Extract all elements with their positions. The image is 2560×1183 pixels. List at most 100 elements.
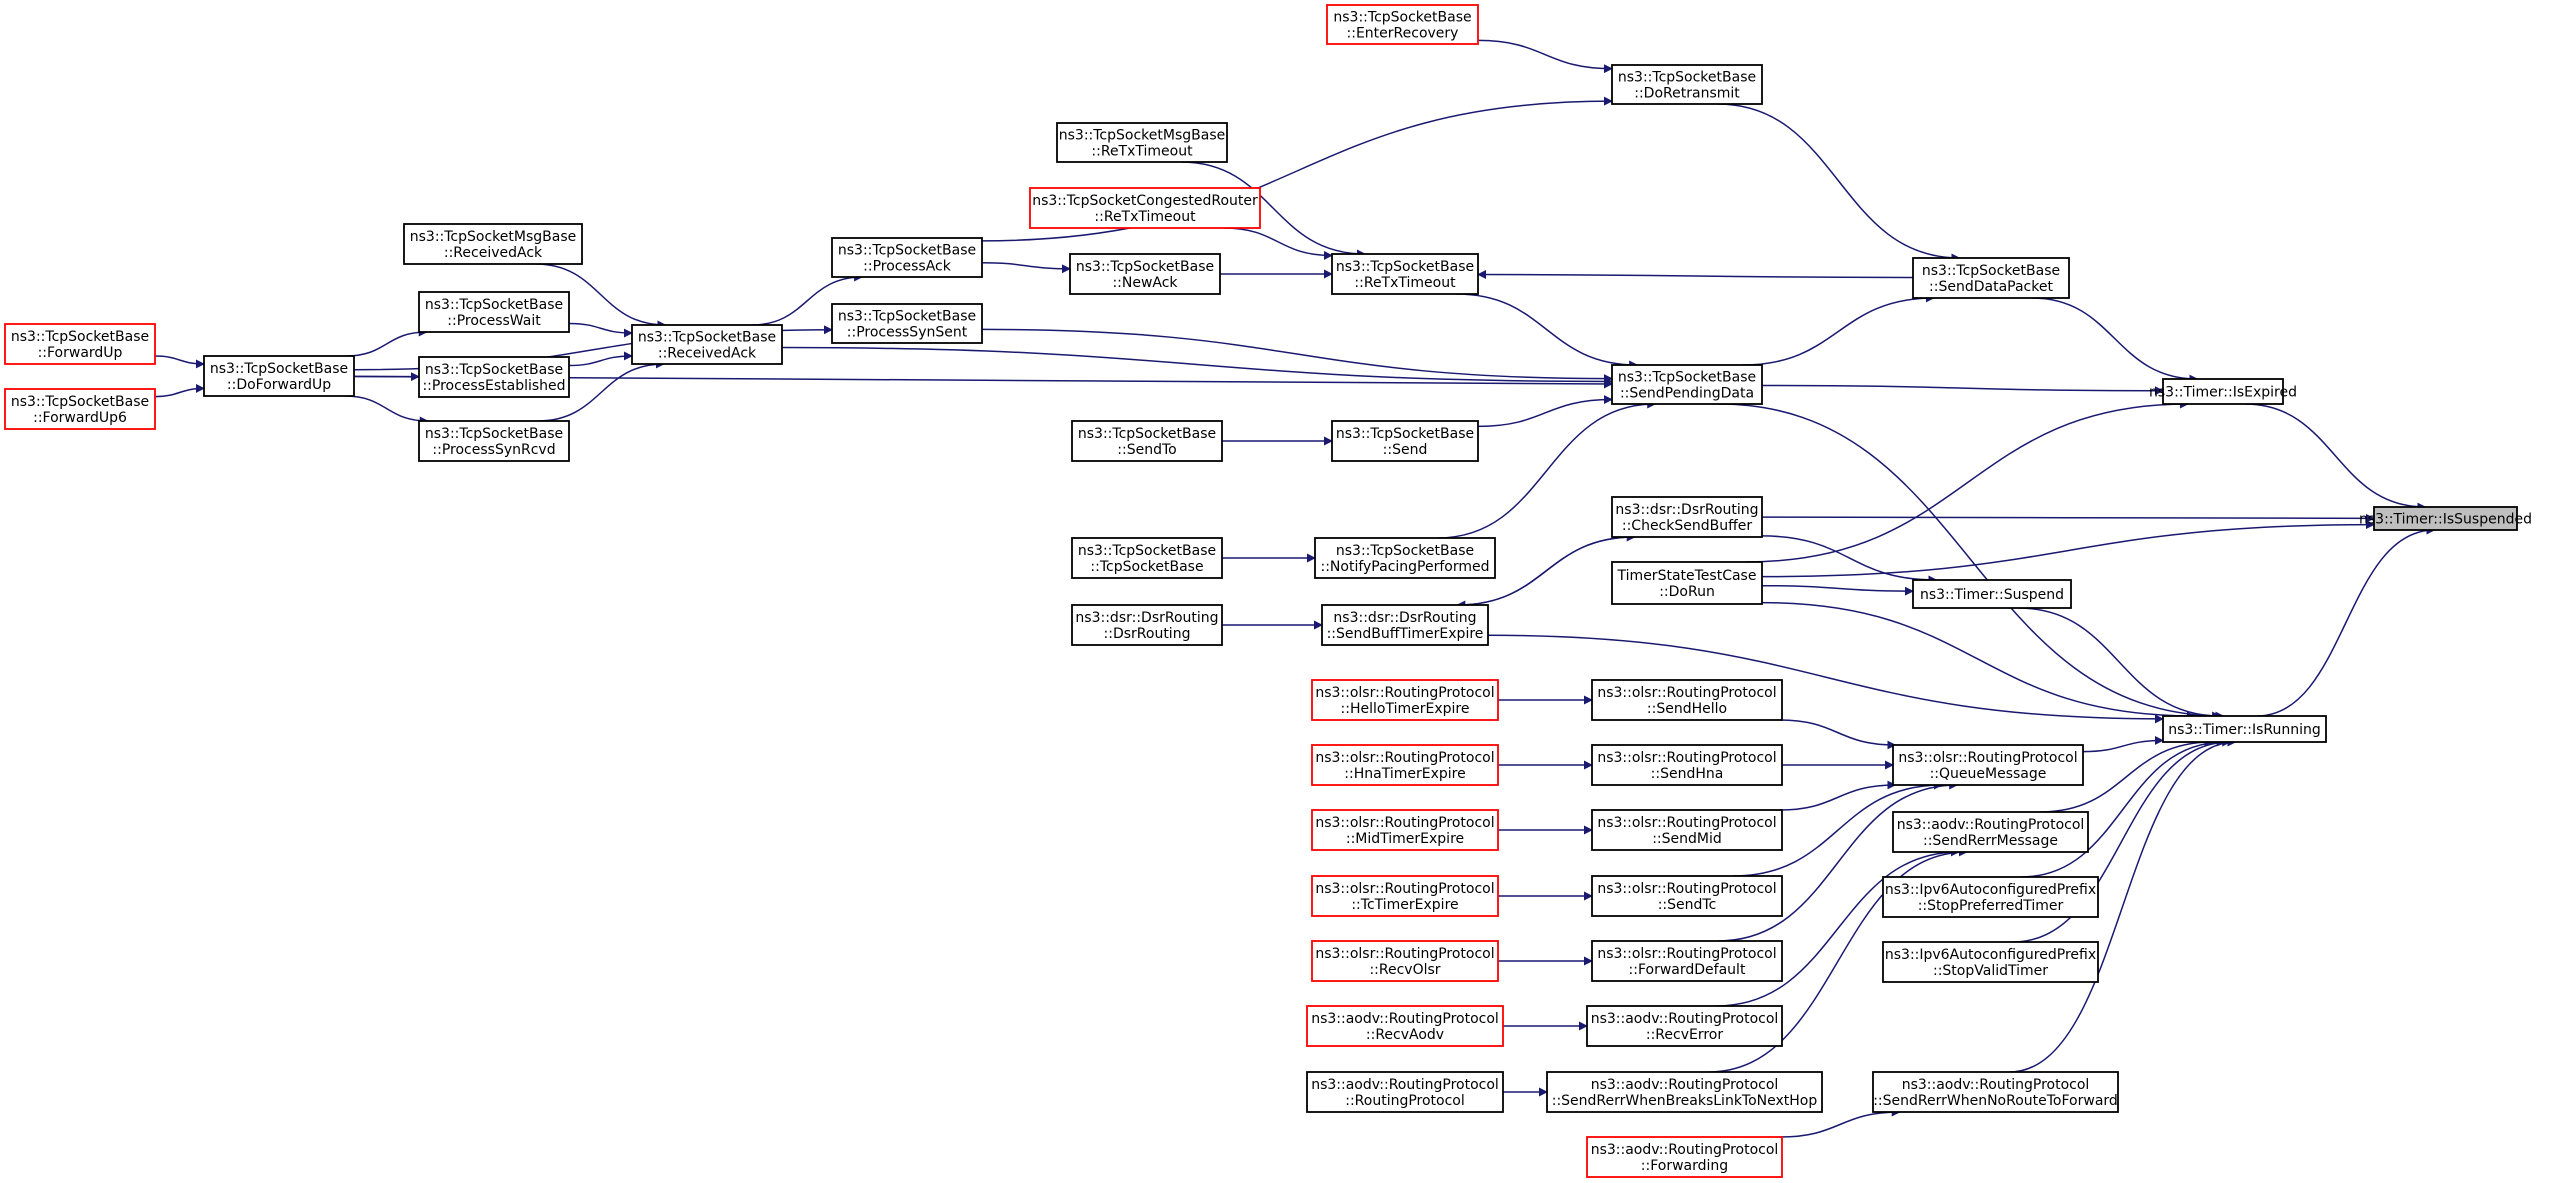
node-box[interactable] (1314, 537, 1496, 579)
node-tcp-socket-base-ctor[interactable]: ns3::TcpSocketBase::TcpSocketBase (1071, 537, 1223, 579)
node-box[interactable] (2373, 506, 2518, 531)
node-send[interactable]: ns3::TcpSocketBase::Send (1331, 420, 1479, 462)
node-is-expired[interactable]: ns3::Timer::IsExpired (2149, 378, 2297, 405)
node-new-ack[interactable]: ns3::TcpSocketBase::NewAck (1069, 253, 1221, 295)
node-box[interactable] (1306, 1005, 1504, 1047)
node-cong-re-tx-timeout[interactable]: ns3::TcpSocketCongestedRouter::ReTxTimeo… (1029, 187, 1261, 229)
node-box[interactable] (2162, 378, 2284, 405)
node-send-rerr-when-no-route[interactable]: ns3::aodv::RoutingProtocol::SendRerrWhen… (1872, 1071, 2119, 1113)
node-box[interactable] (1912, 579, 2072, 609)
node-received-ack[interactable]: ns3::TcpSocketBase::ReceivedAck (631, 324, 783, 365)
node-box[interactable] (1872, 1071, 2119, 1113)
node-box[interactable] (1882, 941, 2099, 983)
node-forward-up[interactable]: ns3::TcpSocketBase::ForwardUp (4, 323, 156, 365)
node-box[interactable] (1546, 1071, 1823, 1113)
node-send-rerr-breaks[interactable]: ns3::aodv::RoutingProtocol::SendRerrWhen… (1546, 1071, 1823, 1113)
node-box[interactable] (1591, 875, 1783, 917)
node-box[interactable] (418, 420, 570, 462)
node-aodv-routing-protocol[interactable]: ns3::aodv::RoutingProtocol::RoutingProto… (1306, 1071, 1504, 1113)
node-box[interactable] (831, 303, 983, 344)
node-box[interactable] (1611, 364, 1763, 405)
node-box[interactable] (1586, 1136, 1783, 1178)
node-box[interactable] (403, 223, 583, 265)
node-forward-default[interactable]: ns3::olsr::RoutingProtocol::ForwardDefau… (1591, 940, 1783, 982)
node-box[interactable] (1892, 811, 2089, 853)
node-box[interactable] (1311, 940, 1499, 982)
node-send-tc[interactable]: ns3::olsr::RoutingProtocol::SendTc (1591, 875, 1783, 917)
node-hello-timer-expire[interactable]: ns3::olsr::RoutingProtocol::HelloTimerEx… (1311, 679, 1499, 721)
node-mid-timer-expire[interactable]: ns3::olsr::RoutingProtocol::MidTimerExpi… (1311, 809, 1499, 851)
node-stop-preferred-timer[interactable]: ns3::Ipv6AutoconfiguredPrefix::StopPrefe… (1882, 876, 2099, 918)
node-recv-aodv[interactable]: ns3::aodv::RoutingProtocol::RecvAodv (1306, 1005, 1504, 1047)
node-forwarding[interactable]: ns3::aodv::RoutingProtocol::Forwarding (1586, 1136, 1783, 1178)
node-box[interactable] (1069, 253, 1221, 295)
node-process-wait[interactable]: ns3::TcpSocketBase::ProcessWait (418, 291, 570, 333)
node-box[interactable] (1326, 4, 1479, 45)
node-msg-re-tx-timeout[interactable]: ns3::TcpSocketMsgBase::ReTxTimeout (1056, 122, 1228, 163)
node-is-suspended[interactable]: ns3::Timer::IsSuspended (2359, 506, 2532, 531)
node-send-hna[interactable]: ns3::olsr::RoutingProtocol::SendHna (1591, 744, 1783, 786)
node-box[interactable] (1321, 604, 1489, 646)
node-box[interactable] (2162, 715, 2327, 743)
node-send-mid[interactable]: ns3::olsr::RoutingProtocol::SendMid (1591, 809, 1783, 851)
node-do-retransmit[interactable]: ns3::TcpSocketBase::DoRetransmit (1611, 64, 1763, 105)
node-box[interactable] (1071, 537, 1223, 579)
node-do-forward-up[interactable]: ns3::TcpSocketBase::DoForwardUp (203, 355, 355, 397)
node-suspend[interactable]: ns3::Timer::Suspend (1912, 579, 2072, 609)
node-box[interactable] (1611, 496, 1763, 538)
node-box[interactable] (1311, 875, 1499, 917)
node-box[interactable] (1331, 253, 1479, 295)
node-process-syn-sent[interactable]: ns3::TcpSocketBase::ProcessSynSent (831, 303, 983, 344)
node-box[interactable] (831, 237, 983, 278)
node-send-to[interactable]: ns3::TcpSocketBase::SendTo (1071, 420, 1223, 462)
node-box[interactable] (1029, 187, 1261, 229)
node-box[interactable] (1611, 561, 1763, 605)
node-is-running[interactable]: ns3::Timer::IsRunning (2162, 715, 2327, 743)
node-check-send-buffer[interactable]: ns3::dsr::DsrRouting::CheckSendBuffer (1611, 496, 1763, 538)
node-box[interactable] (1912, 257, 2070, 299)
node-box[interactable] (1071, 420, 1223, 462)
node-box[interactable] (203, 355, 355, 397)
node-box[interactable] (4, 323, 156, 365)
node-send-rerr-message[interactable]: ns3::aodv::RoutingProtocol::SendRerrMess… (1892, 811, 2089, 853)
node-tc-timer-expire[interactable]: ns3::olsr::RoutingProtocol::TcTimerExpir… (1311, 875, 1499, 917)
node-box[interactable] (1586, 1005, 1783, 1047)
node-box[interactable] (1056, 122, 1228, 163)
node-process-syn-rcvd[interactable]: ns3::TcpSocketBase::ProcessSynRcvd (418, 420, 570, 462)
node-box[interactable] (1591, 679, 1783, 721)
node-hna-timer-expire[interactable]: ns3::olsr::RoutingProtocol::HnaTimerExpi… (1311, 744, 1499, 786)
node-box[interactable] (4, 388, 156, 430)
node-box[interactable] (1611, 64, 1763, 105)
node-msg-received-ack[interactable]: ns3::TcpSocketMsgBase::ReceivedAck (403, 223, 583, 265)
node-box[interactable] (1892, 744, 2084, 786)
node-send-data-packet[interactable]: ns3::TcpSocketBase::SendDataPacket (1912, 257, 2070, 299)
node-box[interactable] (631, 324, 783, 365)
node-box[interactable] (1311, 679, 1499, 721)
node-dsr-routing[interactable]: ns3::dsr::DsrRouting::DsrRouting (1071, 604, 1223, 646)
node-timer-state-test-case[interactable]: TimerStateTestCase::DoRun (1611, 561, 1763, 605)
node-box[interactable] (1591, 744, 1783, 786)
node-box[interactable] (1591, 809, 1783, 851)
node-box[interactable] (1311, 744, 1499, 786)
node-send-buff-timer-expire[interactable]: ns3::dsr::DsrRouting::SendBuffTimerExpir… (1321, 604, 1489, 646)
node-recv-olsr[interactable]: ns3::olsr::RoutingProtocol::RecvOlsr (1311, 940, 1499, 982)
node-recv-error[interactable]: ns3::aodv::RoutingProtocol::RecvError (1586, 1005, 1783, 1047)
node-stop-valid-timer[interactable]: ns3::Ipv6AutoconfiguredPrefix::StopValid… (1882, 941, 2099, 983)
node-forward-up6[interactable]: ns3::TcpSocketBase::ForwardUp6 (4, 388, 156, 430)
node-box[interactable] (418, 291, 570, 333)
node-box[interactable] (418, 356, 570, 398)
node-box[interactable] (1311, 809, 1499, 851)
node-queue-message[interactable]: ns3::olsr::RoutingProtocol::QueueMessage (1892, 744, 2084, 786)
node-notify-pacing[interactable]: ns3::TcpSocketBase::NotifyPacingPerforme… (1314, 537, 1496, 579)
node-send-pending-data[interactable]: ns3::TcpSocketBase::SendPendingData (1611, 364, 1763, 405)
node-process-established[interactable]: ns3::TcpSocketBase::ProcessEstablished (418, 356, 570, 398)
node-box[interactable] (1882, 876, 2099, 918)
node-re-tx-timeout[interactable]: ns3::TcpSocketBase::ReTxTimeout (1331, 253, 1479, 295)
node-box[interactable] (1306, 1071, 1504, 1113)
node-enter-recovery[interactable]: ns3::TcpSocketBase::EnterRecovery (1326, 4, 1479, 45)
node-process-ack[interactable]: ns3::TcpSocketBase::ProcessAck (831, 237, 983, 278)
node-send-hello[interactable]: ns3::olsr::RoutingProtocol::SendHello (1591, 679, 1783, 721)
node-box[interactable] (1591, 940, 1783, 982)
node-box[interactable] (1331, 420, 1479, 462)
node-box[interactable] (1071, 604, 1223, 646)
